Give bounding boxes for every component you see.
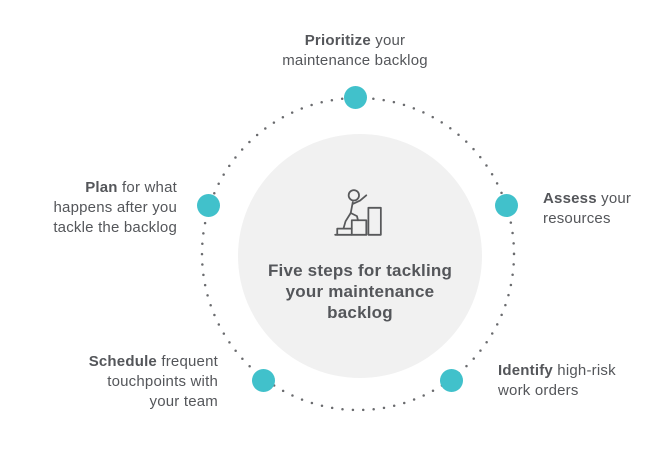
step-dot-prioritize bbox=[344, 86, 367, 109]
step-dot-schedule bbox=[252, 369, 275, 392]
label-line: Identify high-risk bbox=[498, 362, 616, 379]
step-label-schedule: Schedule frequent touchpoints with your … bbox=[48, 352, 218, 412]
step-label-identify: Identify high-risk work orders bbox=[498, 361, 648, 401]
diagram-title-line: backlog bbox=[327, 303, 393, 322]
person-climbing-stairs-icon bbox=[334, 189, 382, 236]
label-line: resources bbox=[543, 210, 611, 227]
diagram-title-line: your maintenance bbox=[285, 282, 435, 301]
step-label-plan: Plan for what happens after you tackle t… bbox=[17, 178, 177, 238]
label-line: happens after you bbox=[53, 199, 177, 216]
label-line: Schedule frequent bbox=[88, 353, 218, 370]
step-dot-plan bbox=[197, 194, 220, 217]
label-line: work orders bbox=[498, 382, 579, 399]
step-label-assess: Assess your resources bbox=[543, 189, 664, 229]
center-circle: Five steps for tackling your maintenance… bbox=[238, 134, 482, 378]
step-dot-identify bbox=[440, 369, 463, 392]
label-line: your team bbox=[149, 393, 218, 410]
label-line: maintenance backlog bbox=[282, 52, 428, 69]
label-line: Assess your bbox=[543, 190, 632, 207]
label-line: Prioritize your bbox=[304, 32, 406, 49]
label-line: touchpoints with bbox=[107, 373, 218, 390]
step-dot-assess bbox=[495, 194, 518, 217]
label-line: Plan for what bbox=[85, 179, 177, 196]
label-line: tackle the backlog bbox=[53, 219, 177, 236]
diagram-title: Five steps for tackling your maintenance… bbox=[238, 260, 482, 323]
step-label-prioritize: Prioritize your maintenance backlog bbox=[245, 31, 465, 71]
diagram-title-line: Five steps for tackling bbox=[267, 261, 453, 280]
